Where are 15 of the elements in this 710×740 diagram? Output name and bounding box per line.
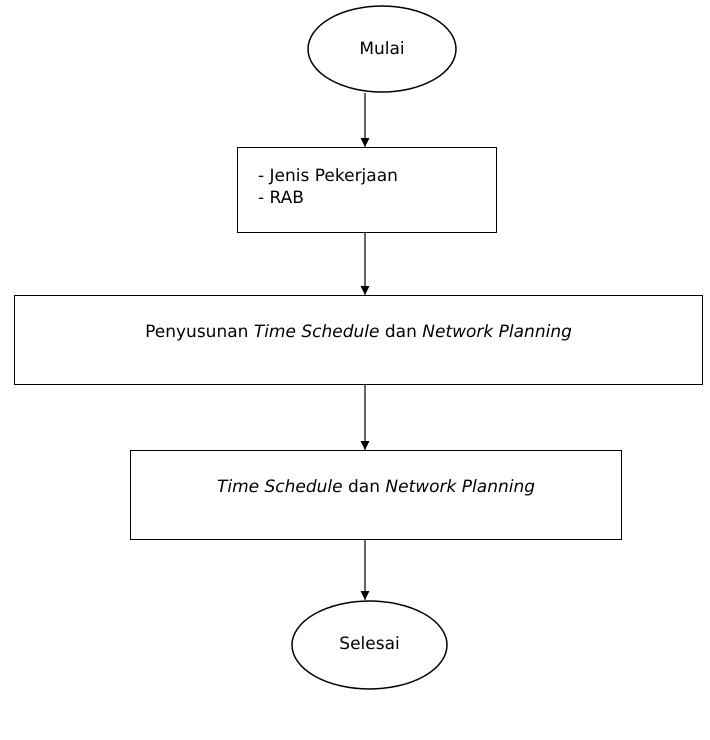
arrow — [360, 540, 370, 600]
arrow — [360, 233, 370, 295]
node-text: Mulai — [359, 39, 405, 59]
terminal-ellipse — [307, 5, 457, 93]
terminal-ellipse — [291, 600, 448, 690]
process-box — [130, 450, 622, 540]
arrow — [360, 385, 370, 450]
node-text: - RAB — [258, 188, 304, 208]
process-box — [14, 295, 703, 385]
node-text: - Jenis Pekerjaan — [258, 166, 398, 186]
node-text: Penyusunan Time Schedule dan Network Planning — [145, 322, 572, 342]
node-text: Time Schedule dan Network Planning — [216, 477, 536, 497]
arrow — [360, 93, 370, 147]
process-box — [237, 147, 497, 233]
node-text: Selesai — [339, 634, 400, 654]
